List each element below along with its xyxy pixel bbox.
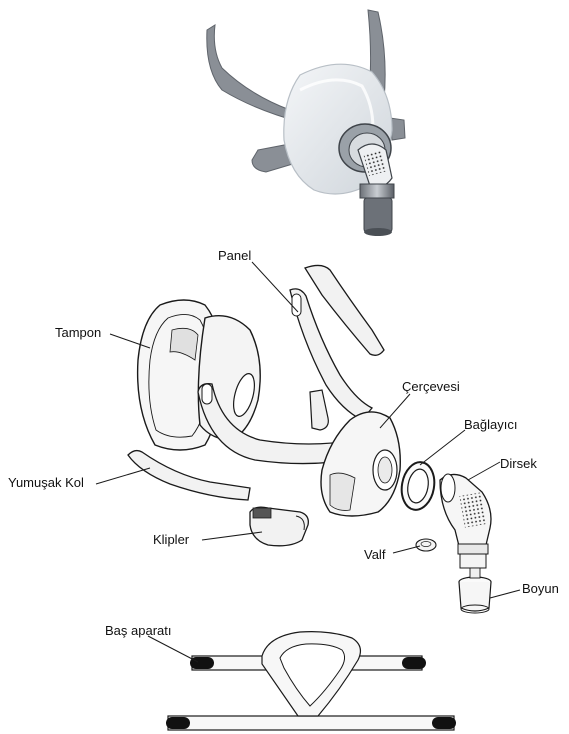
valve-part — [416, 539, 436, 551]
leader-baglayici — [420, 430, 465, 465]
assembled-swivel — [360, 184, 394, 198]
clips-part — [250, 507, 308, 546]
leader-bas-aparati — [148, 636, 198, 662]
soft-sleeve-part — [128, 451, 250, 500]
headgear-tab-lower-right — [432, 717, 456, 729]
leader-panel — [252, 262, 298, 312]
label-dirsek: Dirsek — [500, 457, 537, 470]
label-boyun: Boyun — [522, 582, 559, 595]
frame-clip-part — [310, 390, 328, 430]
swivel-neck-part — [459, 568, 491, 613]
label-tampon: Tampon — [55, 326, 101, 339]
headgear-tab-lower-left — [166, 717, 190, 729]
label-valf: Valf — [364, 548, 385, 561]
headgear-tab-upper-right — [402, 657, 426, 669]
elbow-part — [440, 474, 491, 568]
leader-cercevesi — [380, 394, 410, 428]
leader-valf — [393, 546, 420, 553]
label-baglayici: Bağlayıcı — [464, 418, 517, 431]
connector-ring-part — [398, 460, 438, 513]
assembled-mask-illustration — [207, 10, 405, 236]
frame-part — [198, 289, 400, 516]
label-klipler: Klipler — [153, 533, 189, 546]
leader-boyun — [490, 590, 520, 598]
leader-klipler — [202, 532, 262, 540]
label-panel: Panel — [218, 249, 251, 262]
label-yumusak-kol: Yumuşak Kol — [8, 476, 84, 489]
headgear-part — [166, 632, 456, 730]
headgear-tab-upper-left — [190, 657, 214, 669]
label-bas-aparati: Baş aparatı — [105, 624, 172, 637]
leader-yumusak-kol — [96, 468, 150, 484]
assembled-neck — [364, 198, 392, 232]
leader-dirsek — [468, 462, 500, 480]
label-cercevesi: Çerçevesi — [402, 380, 460, 393]
